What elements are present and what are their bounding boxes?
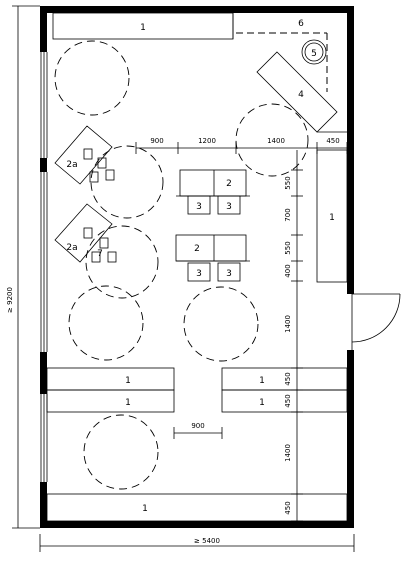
counter-bottom-label: 1 xyxy=(142,504,148,514)
seat-7-label: 7 xyxy=(97,249,103,259)
dim-mid-900: 900 xyxy=(191,422,204,430)
table-north-label: 2 xyxy=(226,179,232,189)
bin-circle-label: 5 xyxy=(311,49,317,59)
dim-v-1400b: 1400 xyxy=(284,444,292,462)
row-right-1-label: 1 xyxy=(259,376,265,386)
table-south: 2 3 3 xyxy=(175,234,250,282)
counter-top: 1 xyxy=(52,12,234,40)
dim-height-total: ≥ 9200 xyxy=(6,287,14,313)
chair-n1-label: 3 xyxy=(196,202,202,212)
dim-line-mid: 900 xyxy=(173,422,223,439)
dim-v-550b: 550 xyxy=(284,241,292,254)
rows-right: 1 1 xyxy=(221,367,348,413)
angled-table-upper: 2a xyxy=(54,125,115,185)
chair-s1-label: 3 xyxy=(196,269,202,279)
dim-v-550a: 550 xyxy=(284,176,292,189)
dim-top-450: 450 xyxy=(326,137,339,145)
dim-top-1200: 1200 xyxy=(198,137,216,145)
side-counter-label: 1 xyxy=(329,213,335,223)
row-right-2-label: 1 xyxy=(259,398,265,408)
side-counter: 1 xyxy=(316,149,348,283)
table-south-label: 2 xyxy=(194,244,200,254)
angled-counter-label: 4 xyxy=(298,90,304,100)
outer-walls xyxy=(40,6,354,528)
counter-bottom: 1 xyxy=(46,493,348,522)
dim-v-450c: 450 xyxy=(284,501,292,514)
counter-top-label: 1 xyxy=(140,23,146,33)
dim-v-1400a: 1400 xyxy=(284,315,292,333)
dim-top-1400: 1400 xyxy=(267,137,285,145)
row-left-1-label: 1 xyxy=(125,376,131,386)
dim-v-450a: 450 xyxy=(284,372,292,385)
dim-line-width: ≥ 5400 xyxy=(39,534,355,552)
entrance-door xyxy=(351,293,401,350)
chair-n2-label: 3 xyxy=(226,202,232,212)
angled-counter: 4 xyxy=(256,51,347,133)
bin-area: 6 5 xyxy=(232,13,328,92)
angled-table-lower-label: 2a xyxy=(66,243,77,253)
dim-width-total: ≥ 5400 xyxy=(194,537,220,545)
row-left-2-label: 1 xyxy=(125,398,131,408)
dim-v-400: 400 xyxy=(284,264,292,277)
angled-table-lower: 2a 7 xyxy=(54,203,117,263)
dim-line-top: 900 1200 1400 450 xyxy=(135,137,348,154)
dim-line-vertical: 550 700 550 400 1400 450 450 1400 450 xyxy=(284,150,303,522)
table-north: 2 3 3 xyxy=(176,169,250,215)
dim-v-700: 700 xyxy=(284,208,292,221)
bin-label: 6 xyxy=(298,19,304,29)
rows-left: 1 1 xyxy=(46,367,175,413)
chair-s2-label: 3 xyxy=(226,269,232,279)
dim-top-900: 900 xyxy=(150,137,163,145)
angled-table-upper-label: 2a xyxy=(66,160,77,170)
dim-v-450b: 450 xyxy=(284,394,292,407)
left-windows xyxy=(40,52,48,482)
turning-circles xyxy=(54,40,309,490)
dim-line-height: ≥ 9200 xyxy=(6,5,40,529)
